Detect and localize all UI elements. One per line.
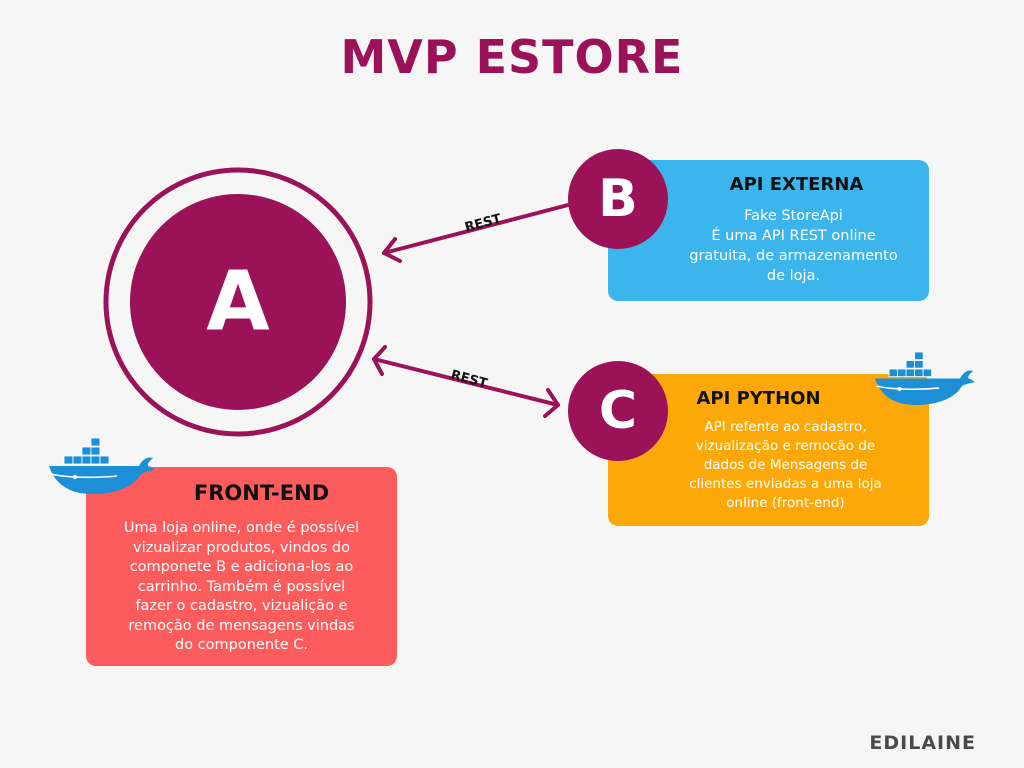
node-c-letter: C bbox=[599, 381, 637, 441]
card-text-line: vizualização e remocão de bbox=[695, 438, 876, 454]
card-text-line: Fake StoreApi bbox=[744, 208, 843, 224]
card-text-line: vizualizar produtos, vindos do bbox=[133, 539, 350, 556]
card-text-line: clientes enviadas a uma loja bbox=[689, 476, 882, 492]
author-signature: EDILAINE bbox=[869, 732, 976, 754]
node-b: B bbox=[568, 149, 668, 249]
edge-b-a-line bbox=[382, 203, 570, 255]
arrowhead-to-c bbox=[543, 388, 560, 418]
node-b-circle bbox=[568, 149, 668, 249]
edge-a-c-line bbox=[372, 357, 560, 407]
docker-whale-icon bbox=[874, 351, 976, 406]
node-a-letter: A bbox=[206, 255, 270, 350]
card-text-line: gratuita, de armazenamento bbox=[689, 248, 898, 264]
card-text-line: de loja. bbox=[766, 268, 821, 284]
card-api-python-title: API PYTHON bbox=[696, 388, 821, 409]
edge-a-c-label: REST bbox=[449, 368, 489, 392]
edge-b-to-a: REST bbox=[382, 203, 570, 263]
docker-whale-icon bbox=[48, 437, 156, 495]
card-api-python-body: API refente ao cadastro, vizualização e … bbox=[648, 418, 923, 513]
node-b-letter: B bbox=[598, 169, 638, 229]
card-text-line: do componente C. bbox=[175, 637, 308, 653]
card-api-externa-title: API EXTERNA bbox=[729, 174, 864, 195]
card-front-end: FRONT-END Uma loja online, onde é possív… bbox=[86, 467, 397, 666]
arrowhead-to-a bbox=[372, 345, 387, 376]
card-text-line: Uma loja online, onde é possível bbox=[123, 520, 360, 536]
card-text-line: dados de Mensagens de bbox=[703, 457, 868, 473]
node-a-outer-ring bbox=[103, 167, 373, 437]
card-text-line: API refente ao cadastro, bbox=[704, 419, 867, 435]
card-text-line: online (front-end) bbox=[726, 495, 845, 511]
arrowhead-to-a bbox=[382, 237, 402, 263]
edge-b-a-label: REST bbox=[463, 212, 503, 236]
node-c-circle bbox=[568, 361, 668, 461]
node-a: A bbox=[103, 167, 373, 437]
card-text-line: carrinho. Também é possível bbox=[137, 578, 346, 595]
card-front-end-body: Uma loja online, onde é possível vizuali… bbox=[96, 519, 387, 656]
card-api-externa-body: Fake StoreApi É uma API REST online grat… bbox=[664, 206, 923, 286]
card-front-end-title: FRONT-END bbox=[193, 481, 330, 505]
card-text-line: É uma API REST online bbox=[711, 228, 876, 244]
page-title: MVP ESTORE bbox=[340, 30, 684, 84]
card-text-line: remoção de mensagens vindas bbox=[128, 617, 355, 634]
card-text-line: componete B e adiciona-los ao bbox=[129, 559, 354, 575]
card-text-line: fazer o cadastro, vizualição e bbox=[135, 598, 348, 614]
node-c: C bbox=[568, 361, 668, 461]
edge-a-to-c: REST bbox=[372, 345, 560, 418]
node-a-circle bbox=[130, 194, 346, 410]
